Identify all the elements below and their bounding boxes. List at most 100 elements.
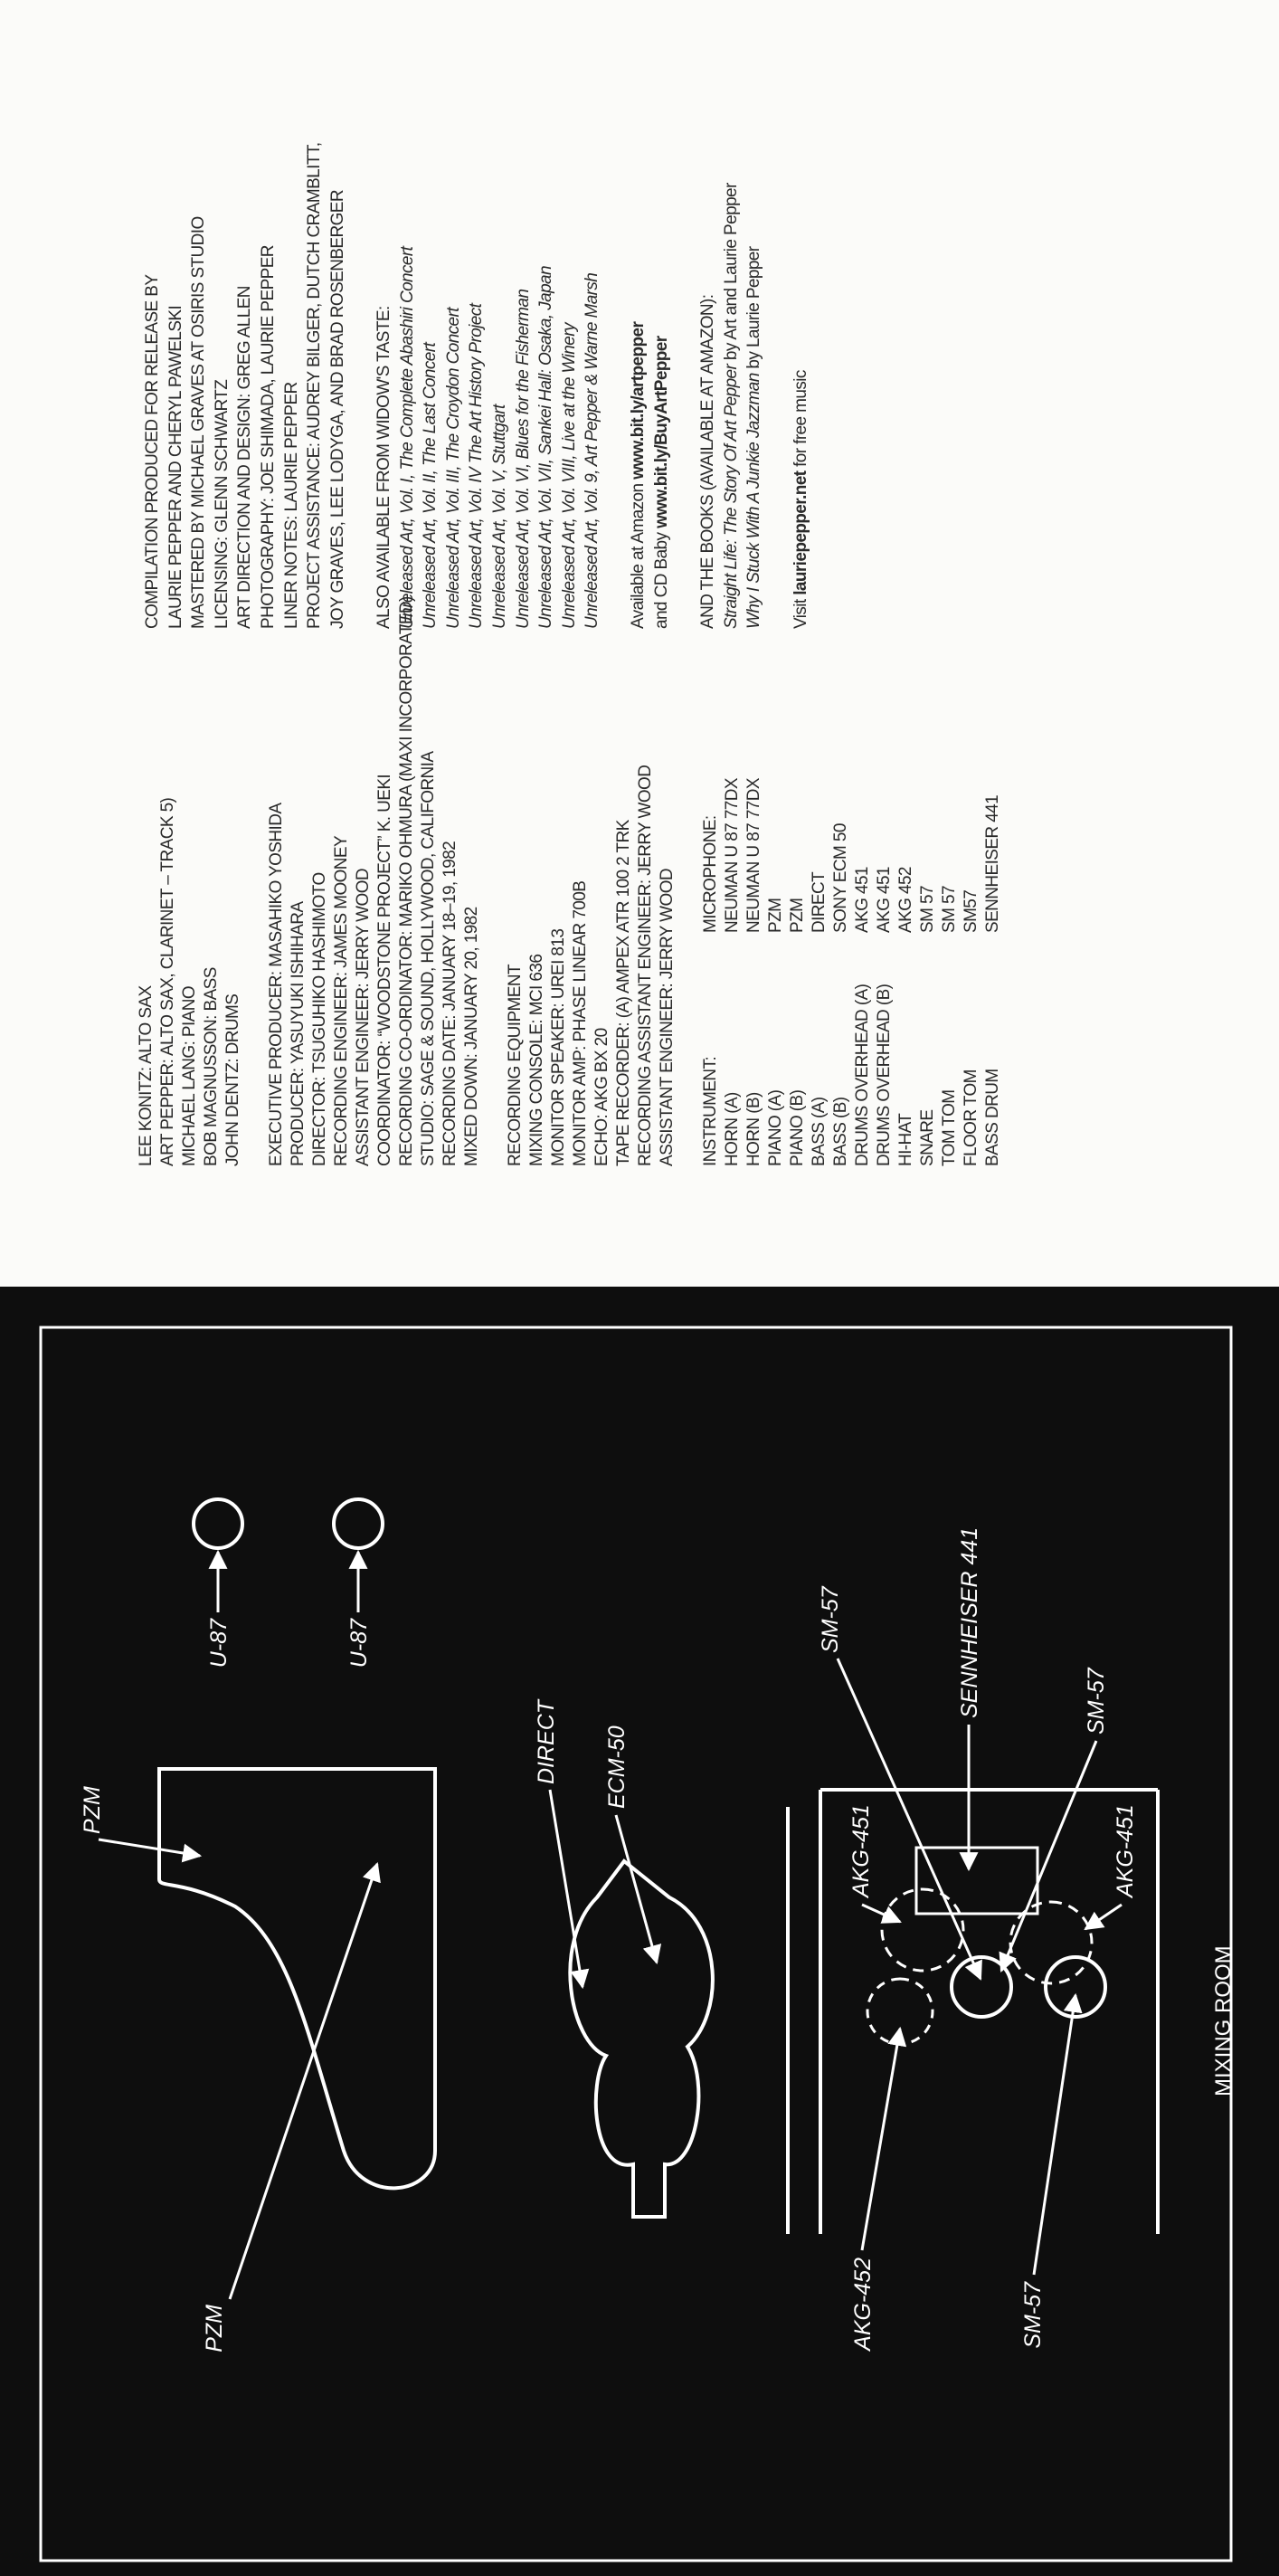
microphone-cell: AKG 451 bbox=[853, 867, 872, 933]
floor-tom bbox=[1044, 1955, 1107, 2019]
credit-line: RECORDING EQUIPMENT bbox=[506, 965, 525, 1166]
label-sm57-bottom: SM-57 bbox=[1020, 2281, 1046, 2349]
table-row: HORN (A) NEUMAN U 87 77DX bbox=[722, 596, 744, 1166]
credit-line: AND THE BOOKS (AVAILABLE AT AMAZON): bbox=[696, 143, 720, 629]
credit-text: Unreleased Art, Vol. VI, Blues for the F… bbox=[513, 289, 533, 629]
label-pzm-top: PZM bbox=[80, 1786, 105, 1834]
credit-line: RECORDING DATE: JANUARY 18–19, 1982 bbox=[441, 841, 459, 1166]
credit-line: Unreleased Art, Vol. IV The Art History … bbox=[465, 143, 488, 629]
instrument-cell: BASS (A) bbox=[810, 1097, 829, 1167]
credit-text: Unreleased Art, Vol. V, Stuttgart bbox=[489, 404, 509, 629]
instrument-cell: HORN (A) bbox=[723, 1092, 742, 1166]
url-text: www.bit.ly/artpepper bbox=[629, 321, 649, 480]
instrument-cell: BASS DRUM bbox=[983, 1069, 1002, 1166]
arrow bbox=[1032, 1992, 1083, 2276]
microphone-cell: SM57 bbox=[962, 889, 981, 933]
arrow bbox=[98, 1838, 203, 1863]
label-u87-b: U-87 bbox=[346, 1618, 372, 1668]
label-pzm-bottom: PZM bbox=[202, 2305, 227, 2353]
url-text: www.bit.ly/BuyArtPepper bbox=[652, 336, 672, 528]
credit-text: Unreleased Art, Vol. 9, Art Pepper & War… bbox=[583, 272, 602, 629]
credit-line: ASSISTANT ENGINEER: JERRY WOOD bbox=[354, 869, 373, 1166]
credit-line: LINER NOTES: LAURIE PEPPER bbox=[280, 143, 304, 629]
instrument-cell: DRUMS OVERHEAD (B) bbox=[875, 984, 894, 1166]
table-row: DRUMS OVERHEAD (B) AKG 451 bbox=[874, 596, 895, 1166]
credit-text: ALSO AVAILABLE FROM WIDOW'S TASTE: bbox=[374, 306, 393, 629]
table-header: INSTRUMENT: MICROPHONE: bbox=[700, 596, 722, 1166]
label-sennheiser: SENNHEISER 441 bbox=[957, 1527, 982, 1718]
credit-line: Unreleased Art, Vol. 9, Art Pepper & War… bbox=[581, 143, 604, 629]
credit-text: by Laurie Pepper bbox=[744, 246, 764, 374]
credit-text: JOY GRAVES, LEE LODYGA, AND BRAD ROSENBE… bbox=[327, 190, 347, 629]
credit-text: PROJECT ASSISTANCE: AUDREY BILGER, DUTCH… bbox=[305, 142, 325, 629]
label-direct: DIRECT bbox=[534, 1698, 559, 1784]
microphone-cell: SONY ECM 50 bbox=[831, 823, 850, 933]
credit-line: Unreleased Art, Vol. VI, Blues for the F… bbox=[512, 143, 535, 629]
credit-line: RECORDING CO-ORDINATOR: MARIKO OHMURA (M… bbox=[397, 596, 416, 1166]
credit-line bbox=[678, 596, 700, 1166]
instrument-cell: FLOOR TOM bbox=[962, 1069, 981, 1166]
credit-text: LINER NOTES: LAURIE PEPPER bbox=[281, 382, 301, 629]
credit-line: ECHO: AKG BX 20 bbox=[592, 1028, 611, 1166]
mic-placement-diagram: PZM PZM U-87 U-87 DIRECT ECM-50 SM-57 SE… bbox=[39, 1326, 1236, 2562]
table-row: PIANO (A)PZM bbox=[765, 596, 787, 1166]
credit-line: MONITOR SPEAKER: UREI 813 bbox=[549, 928, 568, 1166]
label-akg451-right: AKG-451 bbox=[1113, 1804, 1138, 1899]
arrow bbox=[999, 1740, 1098, 1972]
bass-drum bbox=[914, 1846, 1039, 1915]
label-sm57-top: SM-57 bbox=[818, 1585, 843, 1653]
label-akg451-left: AKG-451 bbox=[848, 1804, 874, 1899]
credit-line bbox=[674, 143, 697, 629]
credit-line: PRODUCER: YASUYUKI ISHIHARA bbox=[289, 901, 308, 1166]
credit-line: Unreleased Art, Vol. II, The Last Concer… bbox=[419, 143, 442, 629]
label-mixing-room: MIXING ROOM bbox=[1211, 1945, 1236, 2096]
credit-line: EXECUTIVE PRODUCER: MASAHIKO YOSHIDA bbox=[267, 803, 286, 1166]
credit-line: DIRECTOR: TSUGUHIKO HASHIMOTO bbox=[310, 872, 329, 1166]
label-ecm50: ECM-50 bbox=[604, 1725, 630, 1809]
instrument-cell: INSTRUMENT: bbox=[701, 1056, 720, 1166]
table-row: HORN (B)NEUMAN U 87 77DX bbox=[744, 596, 765, 1166]
microphone-cell: PZM bbox=[766, 898, 785, 933]
credit-text: Unreleased Art, Vol. VIII, Live at the W… bbox=[559, 323, 579, 629]
credit-text: Unreleased Art, Vol. II, The Last Concer… bbox=[421, 342, 441, 629]
credit-line: PROJECT ASSISTANCE: AUDREY BILGER, DUTCH… bbox=[303, 143, 327, 629]
microphone-cell: PZM bbox=[788, 898, 807, 933]
credit-line: JOY GRAVES, LEE LODYGA, AND BRAD ROSENBE… bbox=[327, 143, 350, 629]
credit-line: ASSISTANT ENGINEER: JERRY WOOD bbox=[658, 869, 677, 1166]
microphone-cell: AKG 451 bbox=[875, 867, 894, 933]
credit-text: Unreleased Art, Vol. I, The Complete Aba… bbox=[397, 246, 417, 629]
credit-text: Unreleased Art, Vol. VII, Sankei Hall: O… bbox=[536, 266, 556, 629]
credit-text: Why I Stuck With A Junkie Jazzman bbox=[744, 373, 764, 629]
credit-text: LICENSING: GLENN SCHWARTZ bbox=[212, 379, 232, 629]
credit-text: PHOTOGRAPHY: JOE SHIMADA, LAURIE PEPPER bbox=[258, 245, 278, 629]
credit-line: PHOTOGRAPHY: JOE SHIMADA, LAURIE PEPPER bbox=[257, 143, 280, 629]
credit-line: LICENSING: GLENN SCHWARTZ bbox=[211, 143, 234, 629]
arrow bbox=[548, 1789, 590, 1990]
credit-line: MASTERED BY MICHAEL GRAVES AT OSIRIS STU… bbox=[187, 143, 211, 629]
credit-text: Available at Amazon bbox=[629, 479, 649, 629]
microphone-cell: MICROPHONE: bbox=[701, 815, 720, 933]
arrow bbox=[228, 1862, 381, 2300]
credit-line: Available at Amazon www.bit.ly/artpepper bbox=[627, 143, 650, 629]
label-sm57-right: SM-57 bbox=[1084, 1667, 1109, 1735]
credit-line: Unreleased Art, Vol. VIII, Live at the W… bbox=[558, 143, 582, 629]
credit-text: ART DIRECTION AND DESIGN: GREG ALLEN bbox=[235, 286, 255, 629]
credit-text: LAURIE PEPPER AND CHERYL PAWELSKI bbox=[166, 305, 185, 629]
arrow bbox=[614, 1814, 662, 1965]
credit-line: RECORDING ENGINEER: JAMES MOONEY bbox=[332, 835, 351, 1166]
credit-line: LAURIE PEPPER AND CHERYL PAWELSKI bbox=[165, 143, 188, 629]
microphone-cell: NEUMAN U 87 77DX bbox=[723, 778, 742, 933]
microphone-cell: SM 57 bbox=[940, 886, 959, 933]
credit-line: RECORDING ASSISTANT ENGINEER: JERRY WOOD bbox=[636, 765, 655, 1166]
instrument-cell: HORN (B) bbox=[744, 1092, 763, 1166]
instrument-cell: PIANO (B) bbox=[788, 1089, 807, 1166]
instrument-cell: BASS (B) bbox=[831, 1097, 850, 1167]
instrument-cell: DRUMS OVERHEAD (A) bbox=[853, 984, 872, 1166]
